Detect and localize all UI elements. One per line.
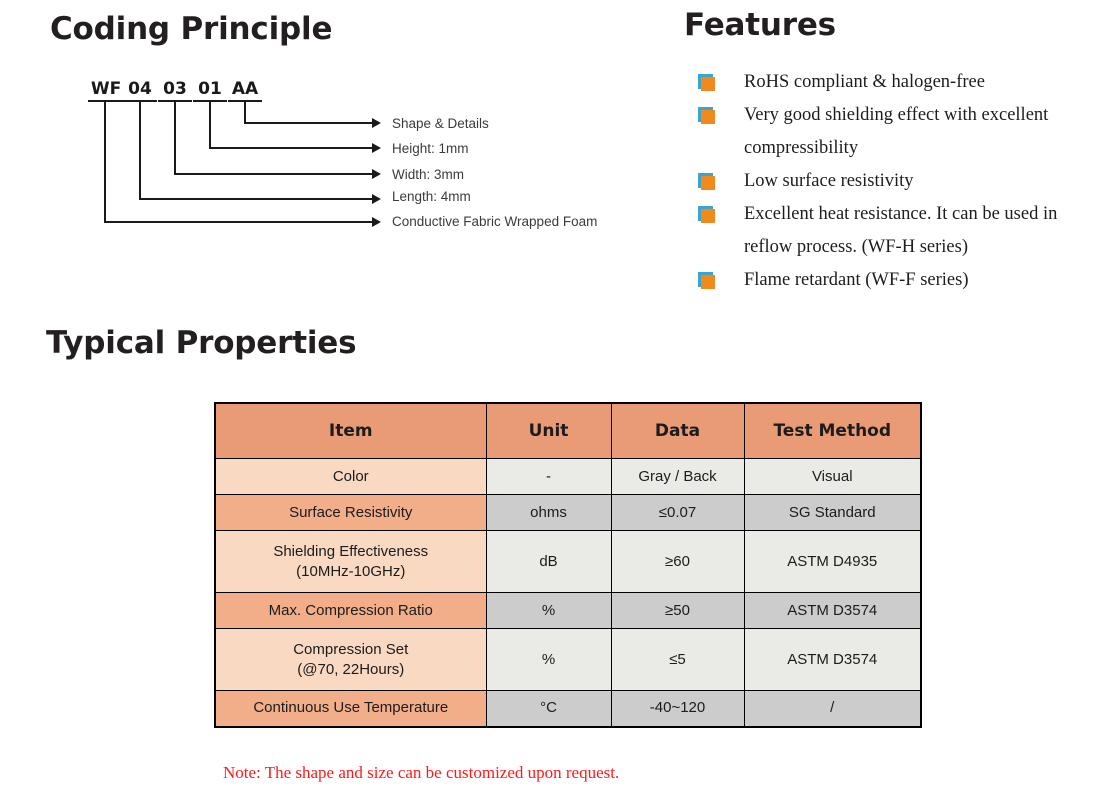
code-segment-01: 01 [193,79,227,102]
code-segment-03: 03 [158,79,192,102]
page-title-features: Features [684,7,836,43]
cell-data: ≥50 [610,592,745,629]
coding-label-length: Length: 4mm [392,189,471,204]
cell-test-method: ASTM D3574 [743,628,922,691]
cell-unit: - [485,458,612,495]
leader-vline-01 [209,102,211,149]
table-note: Note: The shape and size can be customiz… [223,763,620,782]
feature-item: Low surface resistivity [686,165,1106,198]
feature-text: Low surface resistivity [744,171,914,191]
feature-item: Excellent heat resistance. It can be use… [686,198,1106,264]
feature-item: RoHS compliant & halogen-free [686,66,1106,99]
page-title-coding-principle: Coding Principle [50,11,333,47]
table-row: Max. Compression Ratio % ≥50 ASTM D3574 [214,592,922,629]
cell-item: Color [214,458,487,495]
cell-data: Gray / Back [610,458,745,495]
leader-hline-03 [174,173,374,175]
cell-test-method: ASTM D3574 [743,592,922,629]
table-row: Shielding Effectiveness (10MHz-10GHz) dB… [214,530,922,593]
cell-item: Max. Compression Ratio [214,592,487,629]
leader-vline-wf [104,102,106,223]
leader-hline-aa [244,122,374,124]
leader-vline-04 [139,102,141,200]
cell-data: ≥60 [610,530,745,593]
cell-unit: ohms [485,494,612,531]
cell-item: Compression Set (@70, 22Hours) [214,628,487,691]
column-header-data: Data [610,402,745,459]
bullet-square-icon [698,74,715,91]
leader-arrow-03 [372,169,381,179]
code-segment-04: 04 [123,79,157,102]
page-title-typical-properties: Typical Properties [46,325,357,361]
cell-item-line1: Shielding Effectiveness [273,542,429,560]
cell-item-line2: (@70, 22Hours) [297,660,405,678]
cell-item: Shielding Effectiveness (10MHz-10GHz) [214,530,487,593]
cell-test-method: Visual [743,458,922,495]
column-header-item: Item [214,402,487,459]
cell-test-method: / [743,690,922,727]
leader-arrow-wf [372,217,381,227]
coding-label-width: Width: 3mm [392,167,465,182]
code-segment-wf: WF [88,79,124,102]
coding-principle-diagram: WF 04 03 01 AA Shape & Details Height: 1… [0,0,660,250]
feature-item: Very good shielding effect with excellen… [686,99,1106,165]
leader-hline-wf [104,221,374,223]
bullet-square-icon [698,206,715,223]
feature-text: RoHS compliant & halogen-free [744,72,985,92]
leader-vline-aa [244,102,246,124]
bullet-square-icon [698,107,715,124]
cell-item: Continuous Use Temperature [214,690,487,727]
coding-label-shape-details: Shape & Details [392,116,489,131]
table-row: Surface Resistivity ohms ≤0.07 SG Standa… [214,494,922,531]
coding-label-height: Height: 1mm [392,141,469,156]
column-header-unit: Unit [485,402,612,459]
features-list: RoHS compliant & halogen-free Very good … [686,66,1106,297]
cell-item: Surface Resistivity [214,494,487,531]
code-segment-aa: AA [228,79,262,102]
cell-test-method: ASTM D4935 [743,530,922,593]
cell-unit: % [485,592,612,629]
coding-label-material: Conductive Fabric Wrapped Foam [392,214,598,229]
feature-item: Flame retardant (WF-F series) [686,264,1106,297]
column-header-test-method: Test Method [743,402,922,459]
table-row: Color - Gray / Back Visual [214,458,922,495]
cell-unit: % [485,628,612,691]
cell-item-line1: Compression Set [293,640,409,658]
cell-test-method: SG Standard [743,494,922,531]
table-row: Continuous Use Temperature °C -40~120 / [214,690,922,727]
leader-arrow-aa [372,118,381,128]
typical-properties-table: Item Unit Data Test Method Color - Gray … [214,402,922,728]
leader-hline-01 [209,147,374,149]
leader-vline-03 [174,102,176,175]
bullet-square-icon [698,272,715,289]
cell-data: ≤0.07 [610,494,745,531]
cell-data: -40~120 [610,690,745,727]
leader-arrow-04 [372,194,381,204]
feature-text: Excellent heat resistance. It can be use… [744,204,1058,257]
table-header-row: Item Unit Data Test Method [214,402,922,459]
cell-item-line2: (10MHz-10GHz) [296,562,406,580]
table-row: Compression Set (@70, 22Hours) % ≤5 ASTM… [214,628,922,691]
leader-hline-04 [139,198,374,200]
feature-text: Very good shielding effect with excellen… [744,105,1049,158]
cell-data: ≤5 [610,628,745,691]
cell-unit: °C [485,690,612,727]
feature-text: Flame retardant (WF-F series) [744,270,969,290]
cell-unit: dB [485,530,612,593]
bullet-square-icon [698,173,715,190]
leader-arrow-01 [372,143,381,153]
